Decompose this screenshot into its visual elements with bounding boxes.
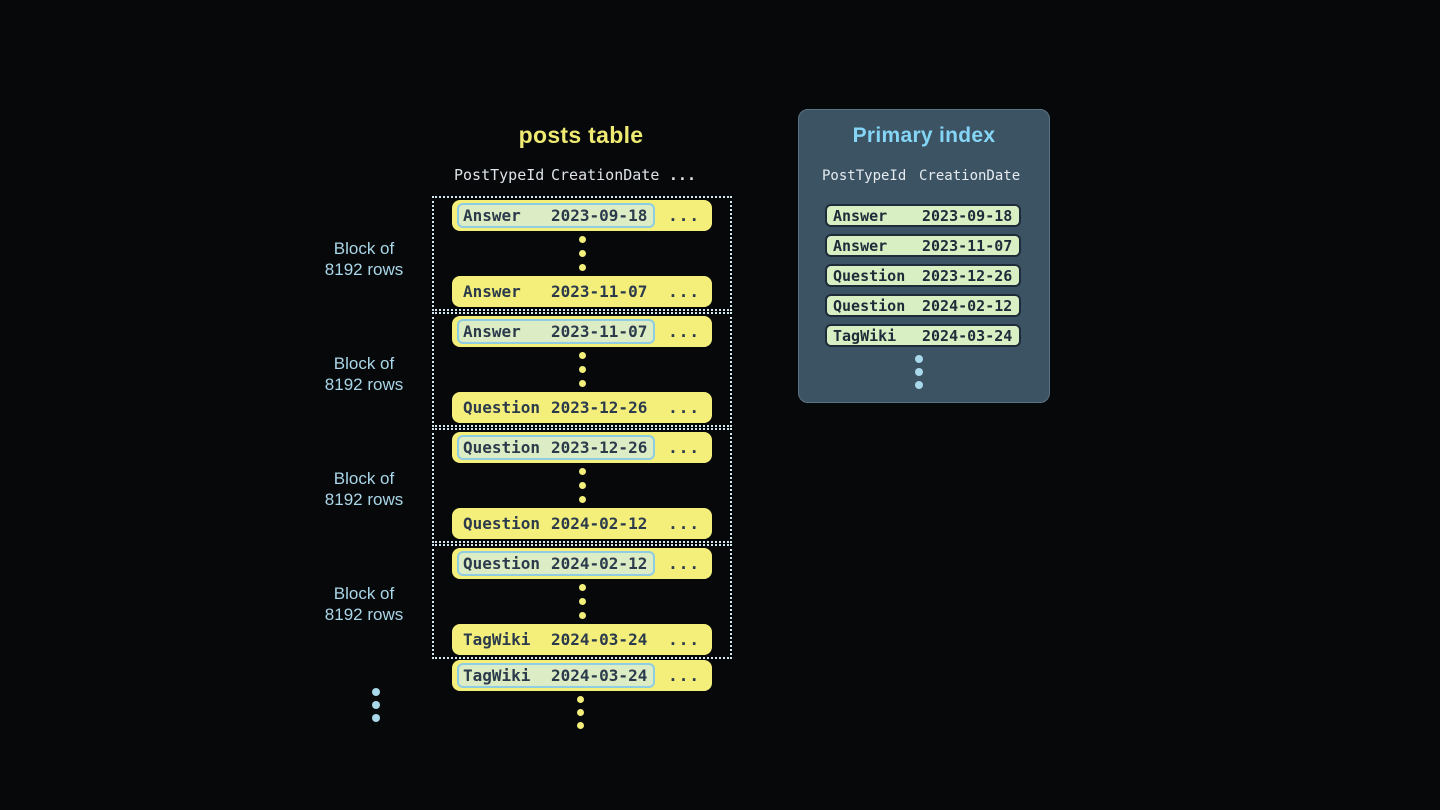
row-creationdate: 2023-12-26 xyxy=(551,438,648,457)
row-block-1: Answer 2023-09-18 ... Answer 2023-11-07 … xyxy=(432,196,732,311)
more-columns-ellipsis: ... xyxy=(668,166,696,184)
table-row-last: Question 2024-02-12 ... xyxy=(452,508,712,539)
table-row-first: Answer 2023-09-18 ... xyxy=(452,200,712,231)
row-values: Answer 2023-11-07 xyxy=(461,282,647,301)
entry-creationdate: 2023-09-18 xyxy=(922,206,1013,225)
row-creationdate: 2023-11-07 xyxy=(551,322,648,341)
row-more-ellipsis: ... xyxy=(668,322,700,341)
row-more-ellipsis: ... xyxy=(668,398,700,417)
table-row-first: Question 2024-02-12 ... xyxy=(452,548,712,579)
indexed-value-highlight: Question 2024-02-12 xyxy=(457,551,656,576)
row-creationdate: 2024-02-12 xyxy=(551,514,648,533)
vertical-ellipsis-dots xyxy=(578,231,586,276)
posts-table-blocks: Answer 2023-09-18 ... Answer 2023-11-07 … xyxy=(432,196,732,660)
block-label-1: Block of 8192 rows xyxy=(306,238,422,280)
vertical-ellipsis-dots xyxy=(578,347,586,392)
table-row-next-block: TagWiki 2024-03-24 ... xyxy=(452,660,712,691)
index-entry: Answer 2023-09-18 xyxy=(825,204,1021,227)
table-row-last: TagWiki 2024-03-24 ... xyxy=(452,624,712,655)
entry-creationdate: 2024-03-24 xyxy=(922,326,1013,345)
entry-creationdate: 2023-11-07 xyxy=(922,236,1013,255)
row-posttypeid: Question xyxy=(463,514,541,533)
row-creationdate: 2024-02-12 xyxy=(551,554,648,573)
row-more-ellipsis: ... xyxy=(668,206,700,225)
block-label-line1: Block of xyxy=(333,239,395,258)
row-values: Question 2024-02-12 xyxy=(461,514,647,533)
row-creationdate: 2023-11-07 xyxy=(551,282,648,301)
block-label-2: Block of 8192 rows xyxy=(306,353,422,395)
column-header-creationdate: CreationDate xyxy=(919,168,1021,184)
table-row-last: Question 2023-12-26 ... xyxy=(452,392,712,423)
row-more-ellipsis: ... xyxy=(668,666,700,685)
row-posttypeid: Answer xyxy=(463,282,521,301)
row-more-ellipsis: ... xyxy=(668,514,700,533)
block-label-line2: 8192 rows xyxy=(324,260,404,279)
row-more-ellipsis: ... xyxy=(668,438,700,457)
vertical-ellipsis-dots xyxy=(578,463,586,508)
row-posttypeid: Answer xyxy=(463,322,521,341)
column-header-posttypeid: PostTypeId xyxy=(822,168,907,184)
index-entry: Question 2023-12-26 xyxy=(825,264,1021,287)
row-creationdate: 2024-03-24 xyxy=(551,630,648,649)
table-row-last: Answer 2023-11-07 ... xyxy=(452,276,712,307)
row-block-4: Question 2024-02-12 ... TagWiki 2024-03-… xyxy=(432,544,732,659)
indexed-value-highlight: Question 2023-12-26 xyxy=(457,435,656,460)
primary-index-rows: Answer 2023-09-18 Answer 2023-11-07 Ques… xyxy=(825,204,1021,347)
column-header-posttypeid: PostTypeId xyxy=(454,166,545,184)
row-creationdate: 2023-12-26 xyxy=(551,398,648,417)
table-row-first: Answer 2023-11-07 ... xyxy=(452,316,712,347)
more-rows-ellipsis-dots xyxy=(577,696,584,729)
primary-index-column-headers: PostTypeId CreationDate xyxy=(822,168,1020,184)
block-label-line2: 8192 rows xyxy=(324,605,404,624)
column-header-creationdate: CreationDate xyxy=(551,166,660,184)
row-more-ellipsis: ... xyxy=(668,630,700,649)
block-label-3: Block of 8192 rows xyxy=(306,468,422,510)
vertical-ellipsis-dots xyxy=(578,579,586,624)
row-values: TagWiki 2024-03-24 xyxy=(461,630,647,649)
block-label-4: Block of 8192 rows xyxy=(306,583,422,625)
row-creationdate: 2023-09-18 xyxy=(551,206,648,225)
primary-index-title: Primary index xyxy=(852,124,996,147)
posts-table-column-headers: PostTypeId CreationDate ... xyxy=(452,166,712,184)
row-creationdate: 2024-03-24 xyxy=(551,666,648,685)
posts-table-title: posts table xyxy=(518,122,644,148)
row-more-ellipsis: ... xyxy=(668,282,700,301)
row-posttypeid: TagWiki xyxy=(463,666,531,685)
indexed-value-highlight: TagWiki 2024-03-24 xyxy=(457,663,656,688)
more-index-entries-ellipsis-dots xyxy=(915,355,923,389)
block-label-line1: Block of xyxy=(333,354,395,373)
row-more-ellipsis: ... xyxy=(668,554,700,573)
entry-posttypeid: Answer xyxy=(833,236,888,255)
row-posttypeid: Question xyxy=(463,398,541,417)
indexed-value-highlight: Answer 2023-09-18 xyxy=(457,203,656,228)
index-entry: Answer 2023-11-07 xyxy=(825,234,1021,257)
row-posttypeid: Question xyxy=(463,438,541,457)
row-block-3: Question 2023-12-26 ... Question 2024-02… xyxy=(432,428,732,543)
entry-posttypeid: TagWiki xyxy=(833,326,897,345)
entry-creationdate: 2023-12-26 xyxy=(922,266,1013,285)
block-label-line2: 8192 rows xyxy=(324,490,404,509)
block-label-line1: Block of xyxy=(333,584,395,603)
indexed-value-highlight: Answer 2023-11-07 xyxy=(457,319,656,344)
block-label-line1: Block of xyxy=(333,469,395,488)
row-block-2: Answer 2023-11-07 ... Question 2023-12-2… xyxy=(432,312,732,427)
row-values: Question 2023-12-26 xyxy=(461,398,647,417)
table-row-first: Question 2023-12-26 ... xyxy=(452,432,712,463)
index-entry: Question 2024-02-12 xyxy=(825,294,1021,317)
row-posttypeid: Question xyxy=(463,554,541,573)
more-blocks-ellipsis-dots xyxy=(372,688,380,722)
entry-posttypeid: Question xyxy=(833,296,906,315)
primary-index-panel: Primary index PostTypeId CreationDate An… xyxy=(798,109,1050,403)
row-posttypeid: TagWiki xyxy=(463,630,531,649)
entry-posttypeid: Answer xyxy=(833,206,888,225)
row-posttypeid: Answer xyxy=(463,206,521,225)
index-entry: TagWiki 2024-03-24 xyxy=(825,324,1021,347)
entry-creationdate: 2024-02-12 xyxy=(922,296,1013,315)
block-label-line2: 8192 rows xyxy=(324,375,404,394)
entry-posttypeid: Question xyxy=(833,266,906,285)
